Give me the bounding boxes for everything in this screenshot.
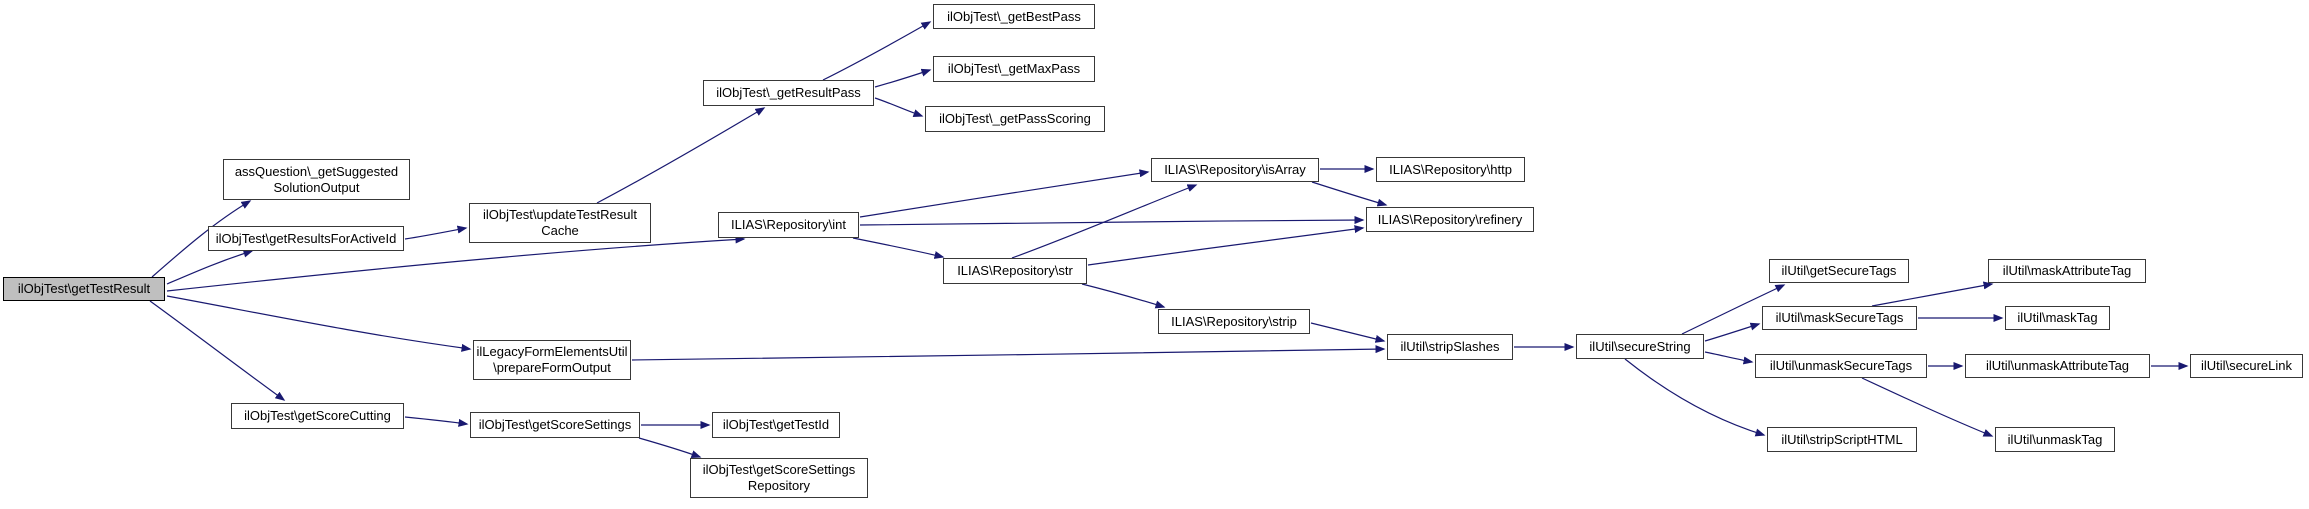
graph-node-label: ILIAS\Repository\strip (1171, 313, 1297, 329)
edge-updateTestResultCache-to-getResultPass (596, 107, 766, 204)
graph-node-getBestPass[interactable]: ilObjTest\_getBestPass (933, 4, 1095, 29)
graph-node-getScoreSettings[interactable]: ilObjTest\getScoreSettings (470, 412, 640, 438)
graph-node-label: ilUtil\maskTag (2017, 310, 2098, 326)
graph-node-unmaskAttributeTag[interactable]: ilUtil\unmaskAttributeTag (1965, 354, 2150, 378)
edge-secureString-to-getSecureTags (1681, 284, 1786, 335)
edge-group (149, 21, 2189, 458)
graph-node-label: Cache (541, 223, 579, 238)
graph-node-maskSecureTags[interactable]: ilUtil\maskSecureTags (1762, 306, 1917, 330)
edge-getTestResult-to-prepareFormOutput (166, 295, 472, 352)
graph-node-unmaskSecureTags[interactable]: ilUtil\unmaskSecureTags (1755, 354, 1927, 378)
edge-getTestResult-to-getScoreCutting (149, 300, 286, 401)
edge-getTestResult-to-repoInt (166, 235, 746, 292)
graph-node-getResultsForActiveId[interactable]: ilObjTest\getResultsForActiveId (208, 226, 404, 251)
graph-node-repoHttp[interactable]: ILIAS\Repository\http (1376, 157, 1525, 182)
edge-getResultPass-to-getPassScoring (874, 97, 924, 117)
edge-repoInt-to-repoStr (852, 237, 945, 259)
graph-node-getMaxPass[interactable]: ilObjTest\_getMaxPass (933, 56, 1095, 82)
graph-node-label: ilUtil\maskAttributeTag (2002, 263, 2132, 279)
graph-node-unmaskTag[interactable]: ilUtil\unmaskTag (1995, 427, 2115, 452)
graph-node-getScoreCutting[interactable]: ilObjTest\getScoreCutting (231, 403, 404, 429)
edge-repoInt-to-repoRefinery (859, 216, 1365, 226)
edge-getResultPass-to-getBestPass (822, 21, 932, 81)
graph-node-label: ilObjTest\updateTestResult (483, 207, 637, 223)
graph-node-repoStrip[interactable]: ILIAS\Repository\strip (1158, 309, 1310, 334)
graph-node-label: ilObjTest\getScoreCutting (244, 408, 391, 424)
edge-getTestResult-to-getResultsForActiveId (166, 249, 254, 285)
graph-node-repoIsArray[interactable]: ILIAS\Repository\isArray (1151, 158, 1319, 182)
edge-secureString-to-maskSecureTags (1704, 322, 1761, 342)
edge-getResultPass-to-getMaxPass (874, 68, 932, 88)
graph-node-maskAttributeTag[interactable]: ilUtil\maskAttributeTag (1988, 259, 2146, 283)
graph-node-label: ilUtil\secureLink (2200, 358, 2293, 374)
graph-node-label: ilObjTest\getScoreSettings (478, 417, 632, 433)
edge-maskSecureTags-to-maskAttributeTag (1871, 281, 1994, 307)
graph-node-label: ilUtil\stripSlashes (1400, 339, 1500, 355)
graph-node-repoInt[interactable]: ILIAS\Repository\int (718, 212, 859, 238)
graph-node-label: ilObjTest\getScoreSettings (702, 462, 856, 478)
edge-repoIsArray-to-repoRefinery (1311, 181, 1388, 207)
graph-node-label: ilUtil\maskSecureTags (1775, 310, 1904, 326)
graph-node-label: ILIAS\Repository\http (1389, 161, 1512, 177)
graph-node-label: ILIAS\Repository\isArray (1164, 162, 1306, 178)
edge-getTestResult-to-getSuggested (151, 200, 252, 278)
graph-node-label: ILIAS\Repository\int (731, 217, 846, 233)
graph-node-getPassScoring[interactable]: ilObjTest\_getPassScoring (925, 106, 1105, 132)
graph-node-label: ilUtil\unmaskSecureTags (1769, 358, 1913, 374)
graph-node-label: ilObjTest\_getResultPass (716, 85, 861, 101)
graph-node-secureLink[interactable]: ilUtil\secureLink (2190, 354, 2303, 378)
graph-node-label: ilUtil\getSecureTags (1781, 263, 1897, 279)
graph-node-prepareFormOutput[interactable]: ilLegacyFormElementsUtil\prepareFormOutp… (473, 340, 631, 380)
graph-node-label: ilObjTest\getResultsForActiveId (215, 230, 397, 246)
graph-node-label: Repository (747, 478, 811, 493)
graph-node-stripSlashes[interactable]: ilUtil\stripSlashes (1387, 334, 1513, 360)
graph-node-label: assQuestion\_getSuggested (234, 163, 399, 179)
edge-getScoreSettings-to-getScoreSettingsRepo (638, 437, 702, 458)
graph-node-label: ilLegacyFormElementsUtil (476, 344, 628, 360)
edge-repoStrip-to-stripSlashes (1310, 322, 1386, 343)
graph-node-label: ilObjTest\getTestId (722, 417, 830, 433)
edge-getResultsForActiveId-to-updateTestResultCache (404, 225, 468, 240)
graph-node-getResultPass[interactable]: ilObjTest\_getResultPass (703, 80, 874, 106)
graph-node-secureString[interactable]: ilUtil\secureString (1576, 334, 1704, 359)
graph-node-getTestResult: ilObjTest\getTestResult (3, 277, 165, 301)
graph-node-repoRefinery[interactable]: ILIAS\Repository\refinery (1366, 207, 1534, 232)
edge-repoStr-to-repoIsArray (1011, 184, 1198, 259)
edge-secureString-to-stripScriptHTML (1624, 358, 1766, 437)
graph-node-label: ilObjTest\getTestResult (17, 281, 151, 297)
graph-node-label: ILIAS\Repository\refinery (1377, 211, 1523, 227)
edge-repoStr-to-repoStrip (1081, 283, 1166, 309)
graph-node-getTestId[interactable]: ilObjTest\getTestId (712, 412, 840, 438)
graph-node-label: ilObjTest\_getPassScoring (939, 111, 1091, 127)
graph-node-getSecureTags[interactable]: ilUtil\getSecureTags (1769, 259, 1909, 283)
graph-node-label: ilUtil\unmaskAttributeTag (1985, 358, 2130, 374)
graph-node-label: ilUtil\secureString (1589, 338, 1691, 354)
edge-repoInt-to-repoIsArray (859, 169, 1150, 218)
edge-getScoreCutting-to-getScoreSettings (404, 416, 469, 427)
graph-node-label: ilObjTest\_getMaxPass (947, 61, 1081, 77)
graph-node-label: ILIAS\Repository\str (957, 263, 1073, 279)
graph-node-label: \prepareFormOutput (493, 360, 611, 375)
edge-unmaskSecureTags-to-unmaskTag (1861, 377, 1994, 437)
graph-node-label: ilUtil\stripScriptHTML (1781, 431, 1903, 447)
graph-node-repoStr[interactable]: ILIAS\Repository\str (943, 258, 1087, 284)
graph-node-stripScriptHTML[interactable]: ilUtil\stripScriptHTML (1767, 427, 1917, 452)
graph-node-label: SolutionOutput (273, 179, 360, 195)
graph-node-label: ilObjTest\_getBestPass (947, 8, 1081, 24)
graph-node-maskTag[interactable]: ilUtil\maskTag (2005, 306, 2110, 330)
graph-node-label: ilUtil\unmaskTag (2007, 431, 2103, 447)
edge-secureString-to-unmaskSecureTags (1704, 351, 1754, 365)
edge-repoStr-to-repoRefinery (1087, 225, 1365, 266)
edge-prepareFormOutput-to-stripSlashes (631, 345, 1386, 361)
